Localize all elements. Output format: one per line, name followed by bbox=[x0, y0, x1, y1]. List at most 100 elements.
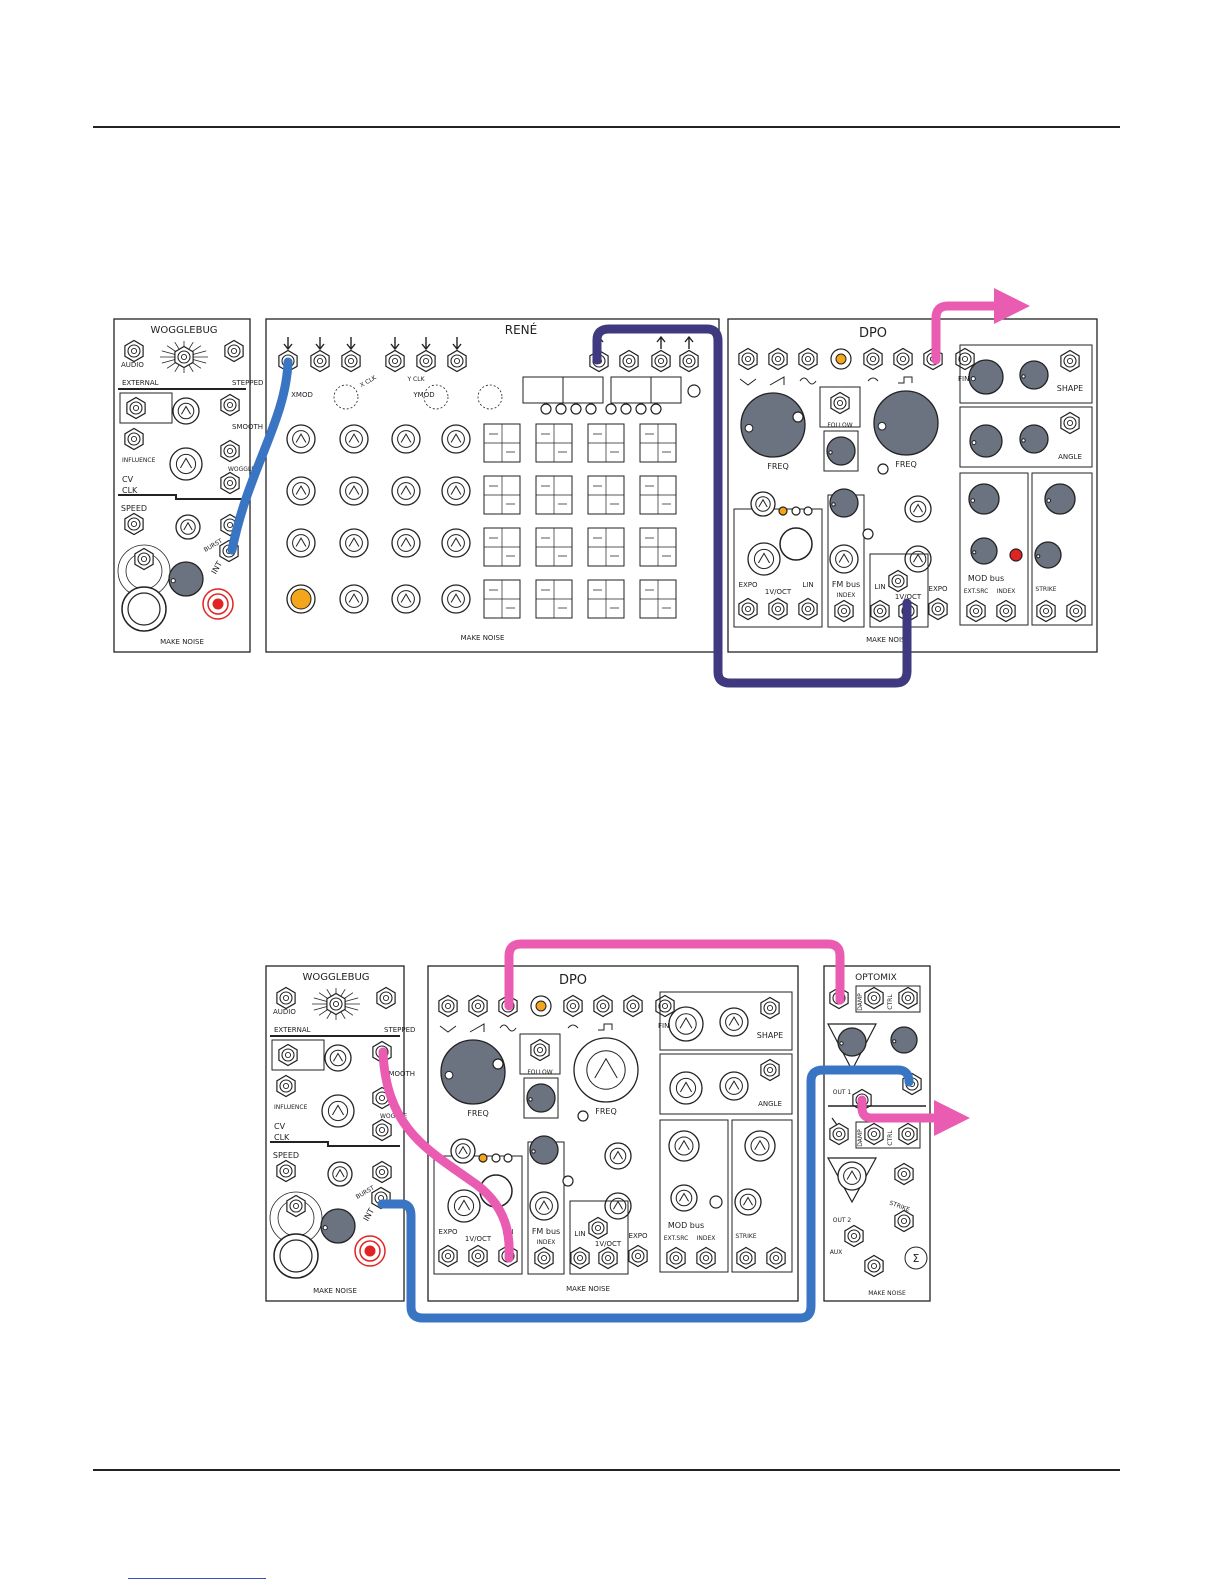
jack[interactable] bbox=[276, 986, 296, 1010]
jack[interactable] bbox=[898, 986, 918, 1010]
jack[interactable] bbox=[893, 347, 913, 371]
jack[interactable] bbox=[830, 391, 850, 415]
knob[interactable] bbox=[604, 1192, 632, 1220]
knob[interactable] bbox=[968, 483, 1000, 515]
jack[interactable] bbox=[124, 512, 144, 536]
knob[interactable] bbox=[339, 424, 369, 454]
knob[interactable] bbox=[175, 514, 201, 540]
jack[interactable] bbox=[174, 345, 194, 369]
jack[interactable] bbox=[738, 347, 758, 371]
knob[interactable] bbox=[391, 584, 421, 614]
knob[interactable] bbox=[837, 1161, 867, 1191]
jack[interactable] bbox=[286, 1194, 306, 1218]
knob[interactable] bbox=[447, 1189, 481, 1223]
knob[interactable] bbox=[734, 1188, 762, 1216]
knob[interactable] bbox=[1019, 360, 1049, 390]
jack[interactable] bbox=[966, 599, 986, 623]
knob[interactable] bbox=[826, 436, 856, 466]
manual-button-cap[interactable] bbox=[279, 1239, 313, 1273]
knob[interactable] bbox=[670, 1184, 698, 1212]
jack[interactable] bbox=[679, 349, 699, 373]
knob[interactable] bbox=[529, 1135, 559, 1165]
jack[interactable] bbox=[220, 471, 240, 495]
jack[interactable] bbox=[438, 994, 458, 1018]
knob[interactable] bbox=[169, 447, 203, 481]
jack[interactable] bbox=[372, 1118, 392, 1142]
jack[interactable] bbox=[894, 1162, 914, 1186]
jack[interactable] bbox=[888, 569, 908, 593]
knob[interactable] bbox=[391, 424, 421, 454]
jack[interactable] bbox=[844, 1224, 864, 1248]
knob[interactable] bbox=[668, 1006, 704, 1042]
knob[interactable] bbox=[970, 537, 998, 565]
jack[interactable] bbox=[736, 1246, 756, 1270]
orange-knob[interactable] bbox=[286, 584, 316, 614]
jack[interactable] bbox=[468, 1244, 488, 1268]
jack[interactable] bbox=[760, 1058, 780, 1082]
knob[interactable] bbox=[441, 424, 471, 454]
jack[interactable] bbox=[829, 1122, 849, 1146]
knob[interactable] bbox=[441, 476, 471, 506]
knob[interactable] bbox=[286, 476, 316, 506]
jack[interactable] bbox=[1060, 411, 1080, 435]
knob[interactable] bbox=[719, 1071, 749, 1101]
jack[interactable] bbox=[570, 1246, 590, 1270]
jack[interactable] bbox=[593, 994, 613, 1018]
jack[interactable] bbox=[447, 349, 467, 373]
knob[interactable] bbox=[750, 491, 776, 517]
jack[interactable] bbox=[623, 994, 643, 1018]
knob[interactable] bbox=[327, 1161, 353, 1187]
footer-link[interactable] bbox=[128, 1578, 266, 1579]
knob[interactable] bbox=[890, 1026, 918, 1054]
knob[interactable] bbox=[286, 424, 316, 454]
jack[interactable] bbox=[1060, 349, 1080, 373]
knob[interactable] bbox=[324, 1044, 352, 1072]
jack[interactable] bbox=[655, 994, 675, 1018]
manual-button-cap[interactable] bbox=[127, 592, 161, 626]
jack[interactable] bbox=[276, 1159, 296, 1183]
knob[interactable] bbox=[1019, 424, 1049, 454]
knob[interactable] bbox=[450, 1138, 476, 1164]
jack[interactable] bbox=[588, 1216, 608, 1240]
jack[interactable] bbox=[619, 349, 639, 373]
jack[interactable] bbox=[385, 349, 405, 373]
jack[interactable] bbox=[1036, 599, 1056, 623]
knob[interactable] bbox=[744, 1130, 776, 1162]
knob[interactable] bbox=[339, 528, 369, 558]
jack[interactable] bbox=[760, 996, 780, 1020]
jack[interactable] bbox=[870, 599, 890, 623]
knob[interactable] bbox=[968, 359, 1004, 395]
knob[interactable] bbox=[837, 1027, 867, 1057]
knob[interactable] bbox=[904, 495, 932, 523]
knob[interactable] bbox=[969, 424, 1003, 458]
jack[interactable] bbox=[898, 1122, 918, 1146]
jack[interactable] bbox=[1066, 599, 1086, 623]
knob[interactable] bbox=[604, 1142, 632, 1170]
knob[interactable] bbox=[168, 561, 204, 597]
jack[interactable] bbox=[563, 994, 583, 1018]
jack[interactable] bbox=[738, 597, 758, 621]
knob[interactable] bbox=[286, 528, 316, 558]
jack[interactable] bbox=[530, 1038, 550, 1062]
jack[interactable] bbox=[766, 1246, 786, 1270]
jack[interactable] bbox=[666, 1246, 686, 1270]
jack[interactable] bbox=[768, 347, 788, 371]
knob[interactable] bbox=[529, 1191, 559, 1221]
knob[interactable] bbox=[829, 544, 859, 574]
jack[interactable] bbox=[224, 339, 244, 363]
knob[interactable] bbox=[719, 1007, 749, 1037]
jack[interactable] bbox=[416, 349, 436, 373]
jack[interactable] bbox=[798, 347, 818, 371]
knob[interactable] bbox=[1044, 483, 1076, 515]
jack[interactable] bbox=[124, 427, 144, 451]
jack[interactable] bbox=[341, 349, 361, 373]
knob[interactable] bbox=[1034, 541, 1062, 569]
knob[interactable] bbox=[526, 1083, 556, 1113]
jack[interactable] bbox=[124, 339, 144, 363]
knob[interactable] bbox=[339, 584, 369, 614]
jack[interactable] bbox=[534, 1246, 554, 1270]
knob[interactable] bbox=[441, 584, 471, 614]
jack[interactable] bbox=[278, 1043, 298, 1067]
knob[interactable] bbox=[339, 476, 369, 506]
jack[interactable] bbox=[468, 994, 488, 1018]
